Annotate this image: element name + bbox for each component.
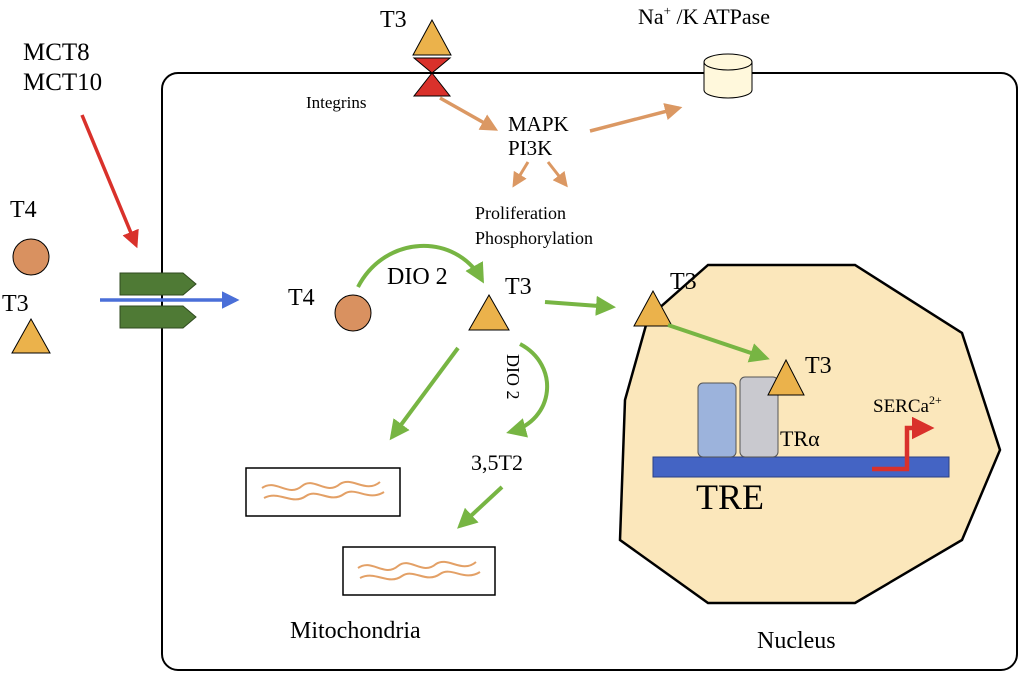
mct10-label: MCT10: [23, 69, 102, 96]
t3-top-label: T3: [380, 7, 407, 33]
t3-outside-label: T3: [2, 291, 29, 317]
t3-nucleus-label: T3: [805, 353, 832, 379]
mitochondria-label: Mitochondria: [290, 618, 421, 644]
t4-outside-label: T4: [10, 197, 37, 223]
t3-to-nucleus-arrow: [544, 295, 616, 316]
mapk-to-atpase-arrow: [589, 103, 683, 133]
mitochondrion-upper: [245, 467, 401, 517]
transporter-bottom: [119, 305, 197, 329]
mct-arrow: [80, 114, 139, 249]
transporter-top: [119, 272, 197, 296]
t3-right-label: T3: [670, 269, 697, 295]
tra-label: TRα: [780, 426, 820, 451]
tre-dna-bar: [652, 456, 950, 478]
receptor-blue: [697, 382, 737, 458]
t4-inside-label: T4: [288, 285, 315, 311]
mct8-label: MCT8: [23, 39, 90, 66]
mapk-label: MAPK: [508, 112, 569, 136]
dio2-vertical-arrow: [506, 342, 550, 438]
phosphorylation-label: Phosphorylation: [475, 228, 593, 248]
t3-outside-triangle: [11, 317, 51, 354]
t3-right-triangle: [633, 289, 673, 327]
t3-top-triangle: [412, 18, 452, 56]
pi3k-to-prolif-arrow-right: [546, 161, 568, 188]
integrins-label: Integrins: [306, 93, 366, 112]
cell-membrane: [161, 72, 1018, 671]
integrin-top-triangle: [412, 57, 452, 74]
tre-label: TRE: [696, 477, 764, 517]
t35-to-mitochondria-arrow: [457, 485, 504, 529]
integrin-to-mapk-arrow: [439, 96, 499, 131]
proliferation-label: Proliferation: [475, 203, 566, 223]
integrin-bottom-triangle: [412, 72, 452, 97]
serca-promoter-arrow: [872, 416, 935, 472]
t3-nucleus-triangle: [767, 358, 805, 396]
t4-outside-circle: [12, 238, 50, 276]
dio2-top-label: DIO 2: [387, 264, 448, 290]
t3-center-label: T3: [505, 274, 532, 300]
pi3k-to-prolif-arrow-left: [512, 161, 530, 188]
nucleus-shape: [618, 263, 1002, 605]
t3-to-receptor-arrow: [667, 323, 770, 363]
nucleus-label: Nucleus: [757, 628, 836, 654]
t3-to-mitochondria-arrow: [389, 346, 460, 441]
t35-label: 3,5T2: [471, 450, 523, 475]
t4-inside-circle: [334, 294, 372, 332]
na-k-atpase-label: Na+ /K ATPase: [638, 3, 770, 29]
serca-label: SERCa2+: [873, 393, 942, 417]
receptor-gray: [739, 376, 779, 458]
dio2-top-arrow: [356, 244, 484, 288]
na-k-atpase-icon: [703, 53, 753, 99]
pi3k-label: PI3K: [508, 136, 552, 160]
mitochondrion-lower: [342, 546, 496, 596]
t3-center-triangle: [468, 293, 510, 331]
dio2-vertical-label: DIO 2: [503, 354, 523, 400]
